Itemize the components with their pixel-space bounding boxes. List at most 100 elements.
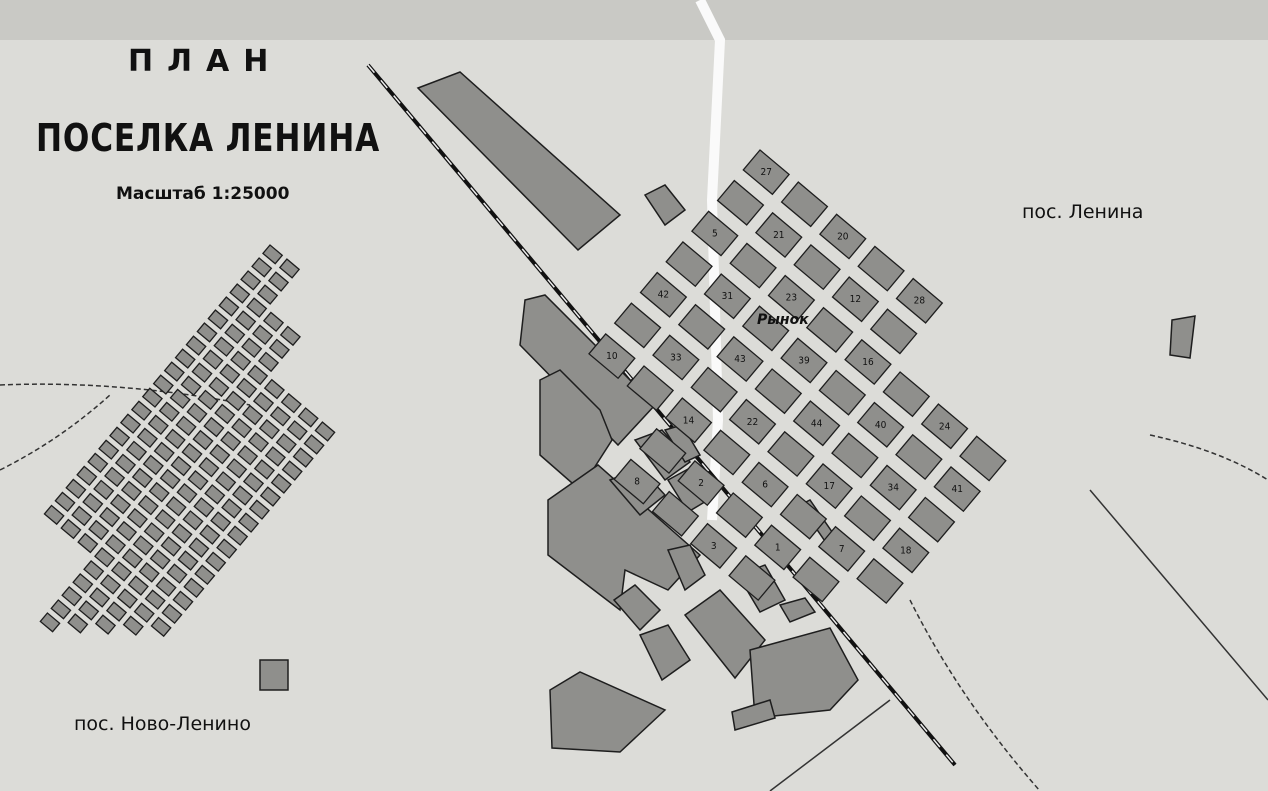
label-market: Рынок <box>757 312 809 328</box>
residential-block <box>248 499 270 520</box>
residential-block <box>155 576 177 597</box>
residential-block <box>241 337 263 359</box>
residential-block <box>78 600 100 621</box>
industrial-block <box>612 584 662 632</box>
residential-block <box>247 431 270 453</box>
residential-block <box>177 550 199 571</box>
residential-block <box>127 575 149 596</box>
residential-block <box>257 351 280 373</box>
block-number: 34 <box>887 483 899 494</box>
residential-block <box>237 512 260 533</box>
residential-block <box>110 561 133 582</box>
block-number: 27 <box>760 167 771 178</box>
residential-block <box>818 369 867 416</box>
industrial-block <box>549 671 667 753</box>
residential-block <box>882 371 931 418</box>
residential-block <box>297 407 319 428</box>
residential-block <box>137 494 159 516</box>
residential-block <box>196 322 218 343</box>
residential-block <box>202 349 224 370</box>
residential-block <box>920 403 969 450</box>
residential-block <box>242 404 264 426</box>
label-settlement-west: пос. Ново-Ленино <box>74 713 251 735</box>
residential-block <box>856 557 904 605</box>
residential-block <box>153 441 175 463</box>
road <box>0 394 111 471</box>
residential-block <box>99 574 122 595</box>
residential-block <box>638 427 687 475</box>
residential-block <box>267 271 290 292</box>
residential-block <box>141 387 163 408</box>
road <box>769 699 891 791</box>
block-number: 42 <box>658 290 669 301</box>
residential-block <box>689 522 738 569</box>
residential-block <box>780 337 828 384</box>
residential-block <box>93 479 115 501</box>
residential-block <box>99 506 121 528</box>
residential-block <box>664 397 713 444</box>
residential-block <box>209 443 231 465</box>
residential-block <box>269 405 291 427</box>
residential-block <box>639 271 688 318</box>
residential-block <box>270 473 292 494</box>
residential-block <box>115 520 138 542</box>
residential-block <box>857 245 905 292</box>
residential-block <box>83 559 105 581</box>
block-number: 28 <box>914 296 926 307</box>
block-number: 43 <box>734 354 745 365</box>
residential-block <box>303 434 325 455</box>
residential-block <box>213 336 235 357</box>
residential-block <box>907 496 956 543</box>
residential-block <box>881 527 930 574</box>
residential-block <box>226 458 248 479</box>
residential-block <box>87 452 109 474</box>
residential-block <box>779 493 828 540</box>
residential-block <box>895 433 943 481</box>
map-title: ПОСЕЛКА ЛЕНИНА <box>36 116 381 160</box>
residential-block <box>702 429 751 476</box>
residential-block <box>183 577 205 599</box>
residential-block <box>240 270 262 291</box>
residential-block <box>279 325 301 347</box>
residential-block <box>176 482 198 504</box>
residential-block <box>767 430 815 478</box>
residential-block <box>264 446 286 467</box>
residential-block <box>227 525 249 546</box>
residential-block <box>165 495 187 517</box>
block-number: 5 <box>712 229 718 240</box>
residential-block <box>187 469 209 491</box>
residential-block <box>792 556 840 603</box>
residential-block <box>959 435 1007 482</box>
residential-block <box>252 324 274 346</box>
residential-block <box>109 426 131 447</box>
residential-block <box>207 309 229 330</box>
residential-block <box>186 402 208 424</box>
residential-block <box>218 296 240 317</box>
residential-block <box>163 361 185 382</box>
residential-block <box>216 538 238 559</box>
residential-block <box>314 421 336 442</box>
residential-block <box>703 273 752 320</box>
road <box>909 599 1041 791</box>
block-number: 24 <box>939 421 951 432</box>
residential-block <box>174 348 196 369</box>
residential-block <box>152 374 174 395</box>
residential-block <box>869 308 918 355</box>
industrial-block <box>416 71 622 252</box>
residential-block <box>215 471 237 492</box>
residential-block <box>203 416 225 438</box>
residential-block <box>728 398 777 445</box>
paper-fold <box>0 0 1268 40</box>
residential-block <box>94 614 117 635</box>
residential-block <box>171 523 193 544</box>
residential-block <box>251 257 273 278</box>
residential-block <box>164 428 186 450</box>
residential-block <box>286 420 308 441</box>
residential-block <box>160 536 182 557</box>
residential-block <box>149 549 171 570</box>
residential-block <box>166 563 188 584</box>
block-number: 16 <box>862 357 874 368</box>
residential-block <box>230 350 252 372</box>
residential-block <box>280 392 302 414</box>
